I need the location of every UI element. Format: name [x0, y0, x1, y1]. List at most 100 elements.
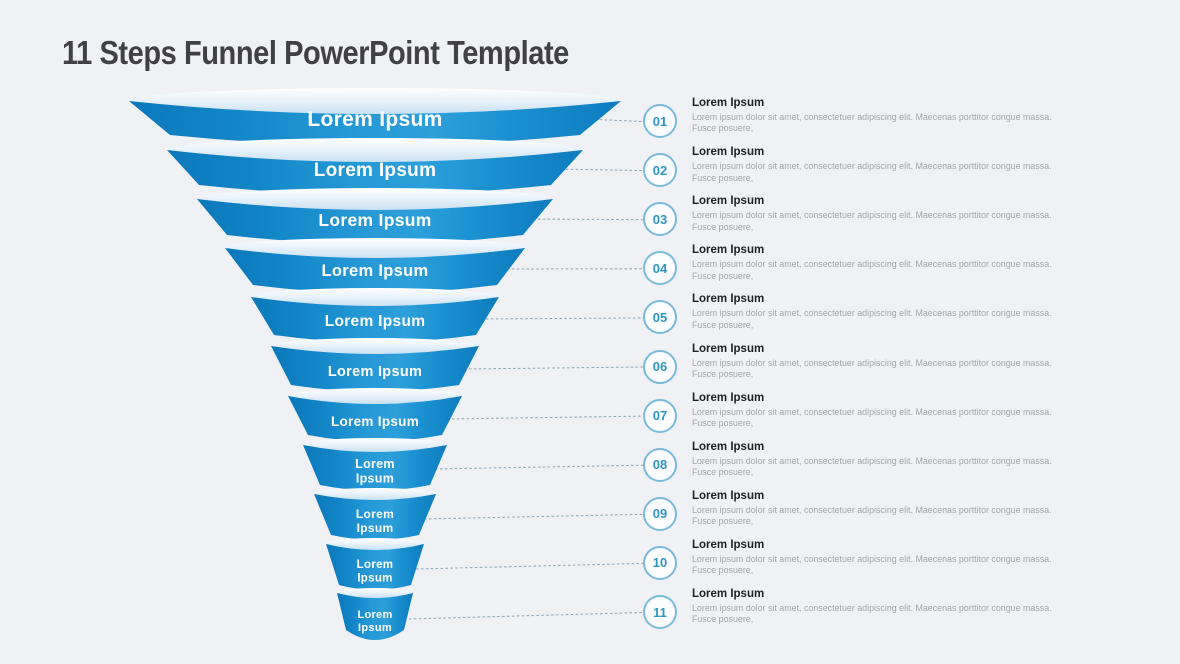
step-text-block[interactable]: Lorem Ipsum Lorem ipsum dolor sit amet, …	[692, 490, 1084, 528]
step-description-line2: Fusce posuere,	[692, 614, 754, 625]
step-heading: Lorem Ipsum	[692, 538, 765, 551]
step-number-badge[interactable]: 05	[643, 300, 677, 335]
connector-line-8	[434, 464, 644, 470]
step-description-line1: Lorem ipsum dolor sit amet, consectetuer…	[692, 406, 1052, 417]
funnel-layer-6[interactable]: Lorem Ipsum	[271, 338, 479, 392]
funnel-layer-1[interactable]: Lorem Ipsum	[129, 88, 621, 146]
step-heading: Lorem Ipsum	[692, 195, 765, 208]
step-text-block[interactable]: Lorem Ipsum Lorem ipsum dolor sit amet, …	[692, 146, 1084, 184]
step-text-block[interactable]: Lorem Ipsum Lorem ipsum dolor sit amet, …	[692, 195, 1084, 233]
step-number-badge[interactable]: 10	[643, 545, 677, 580]
step-description-line2: Fusce posuere,	[692, 418, 754, 428]
step-description: Lorem ipsum dolor sit amet, consectetuer…	[692, 112, 1084, 135]
funnel-layer-body[interactable]	[337, 593, 413, 640]
funnel-layer-body[interactable]	[288, 396, 462, 442]
step-description-line1: Lorem ipsum dolor sit amet, consectetuer…	[692, 603, 1052, 613]
step-number: 03	[652, 211, 668, 227]
funnel-layer-body[interactable]	[167, 150, 583, 195]
step-number-badge[interactable]: 02	[643, 153, 677, 188]
step-description: Lorem ipsum dolor sit amet, consectetuer…	[692, 407, 1084, 430]
step-heading: Lorem Ipsum	[692, 588, 765, 600]
step-heading: Lorem Ipsum	[692, 489, 765, 502]
funnel-layer-label[interactable]: Lorem Ipsum	[328, 364, 422, 380]
step-description-line2: Fusce posuere,	[692, 319, 754, 330]
step-text-block[interactable]: Lorem Ipsum Lorem ipsum dolor sit amet, …	[692, 97, 1084, 135]
funnel-layer-5[interactable]: Lorem Ipsum	[251, 288, 499, 343]
step-description-line1: Lorem ipsum dolor sit amet, consectetuer…	[692, 455, 1052, 466]
step-text-block[interactable]: Lorem Ipsum Lorem ipsum dolor sit amet, …	[692, 244, 1084, 282]
step-number: 10	[652, 555, 668, 571]
step-description-line1: Lorem ipsum dolor sit amet, consectetuer…	[692, 308, 1052, 319]
funnel-layer-body[interactable]	[129, 101, 621, 146]
step-description: Lorem ipsum dolor sit amet, consectetuer…	[692, 554, 1084, 577]
connector-line-7	[446, 415, 644, 420]
step-number: 07	[652, 408, 668, 424]
step-description-line2: Fusce posuere,	[692, 467, 754, 478]
step-number-badge[interactable]: 08	[643, 447, 677, 482]
funnel-layer-7[interactable]: Lorem Ipsum	[288, 388, 462, 442]
funnel-layer-label[interactable]: Lorem Ipsum	[325, 313, 426, 330]
step-text-block[interactable]: Lorem Ipsum Lorem ipsum dolor sit amet, …	[692, 539, 1084, 577]
step-number: 06	[652, 359, 668, 374]
funnel-layer-label[interactable]: Lorem Ipsum	[307, 108, 442, 131]
step-description-line2: Fusce posuere,	[692, 172, 754, 183]
funnel-layer-label[interactable]: Lorem Ipsum	[322, 262, 429, 280]
step-description: Lorem ipsum dolor sit amet, consectetuer…	[692, 308, 1084, 331]
step-number-badge[interactable]: 04	[643, 251, 677, 286]
step-heading: Lorem Ipsum	[692, 244, 765, 257]
funnel-layer-body[interactable]	[225, 248, 525, 293]
step-text-block[interactable]: Lorem Ipsum Lorem ipsum dolor sit amet, …	[692, 293, 1084, 331]
funnel-layer-body[interactable]	[314, 494, 436, 540]
funnel-layer-label[interactable]: Lorem Ipsum	[331, 414, 419, 429]
step-heading: Lorem Ipsum	[692, 342, 765, 355]
step-number: 05	[652, 309, 668, 325]
step-number: 11	[653, 604, 667, 620]
step-description-line1: Lorem ipsum dolor sit amet, consectetuer…	[692, 553, 1052, 564]
step-description-line1: Lorem ipsum dolor sit amet, consectetuer…	[692, 259, 1052, 270]
step-number-badge[interactable]: 01	[643, 104, 677, 138]
funnel-layer-body[interactable]	[326, 544, 424, 590]
step-description-line2: Fusce posuere,	[692, 368, 754, 379]
funnel-layer-2[interactable]: Lorem Ipsum	[167, 138, 583, 195]
funnel-layer-label[interactable]: Lorem Ipsum	[318, 210, 431, 230]
page-title[interactable]: 11 Steps Funnel PowerPoint Template	[62, 34, 569, 71]
connector-line-6	[463, 366, 644, 370]
connector-line-11	[408, 612, 644, 620]
step-text-block[interactable]: Lorem Ipsum Lorem ipsum dolor sit amet, …	[692, 392, 1084, 430]
step-number-badge[interactable]: 06	[643, 349, 677, 384]
step-description-line2: Fusce posuere,	[692, 270, 754, 281]
step-description-line2: Fusce posuere,	[692, 565, 754, 576]
step-number-badge[interactable]: 07	[643, 398, 677, 433]
connector-line-10	[415, 562, 644, 570]
step-heading: Lorem Ipsum	[692, 293, 765, 306]
funnel-layer-body[interactable]	[251, 297, 499, 343]
step-number-badge[interactable]: 11	[643, 595, 677, 629]
step-number: 08	[652, 457, 668, 473]
step-number-badge[interactable]: 09	[643, 496, 677, 531]
funnel-layer-body[interactable]	[197, 199, 553, 244]
step-description: Lorem ipsum dolor sit amet, consectetuer…	[692, 358, 1084, 381]
step-description: Lorem ipsum dolor sit amet, consectetuer…	[692, 259, 1084, 282]
step-text-block[interactable]: Lorem Ipsum Lorem ipsum dolor sit amet, …	[692, 588, 1084, 626]
step-description-line1: Lorem ipsum dolor sit amet, consectetuer…	[692, 112, 1052, 122]
step-text-block[interactable]: Lorem Ipsum Lorem ipsum dolor sit amet, …	[692, 441, 1084, 479]
step-number-badge[interactable]: 03	[643, 202, 677, 237]
step-number: 04	[652, 260, 668, 276]
funnel-layer-body[interactable]	[303, 445, 447, 491]
funnel-layer-3[interactable]: Lorem Ipsum	[197, 188, 553, 244]
connector-line-5	[480, 317, 644, 320]
step-text-block[interactable]: Lorem Ipsum Lorem ipsum dolor sit amet, …	[692, 343, 1084, 381]
funnel-layer-body[interactable]	[271, 346, 479, 392]
step-description: Lorem ipsum dolor sit amet, consectetuer…	[692, 161, 1084, 184]
funnel-layer-label[interactable]: Lorem Ipsum	[314, 160, 437, 181]
funnel-layer-4[interactable]: Lorem Ipsum	[225, 238, 525, 293]
